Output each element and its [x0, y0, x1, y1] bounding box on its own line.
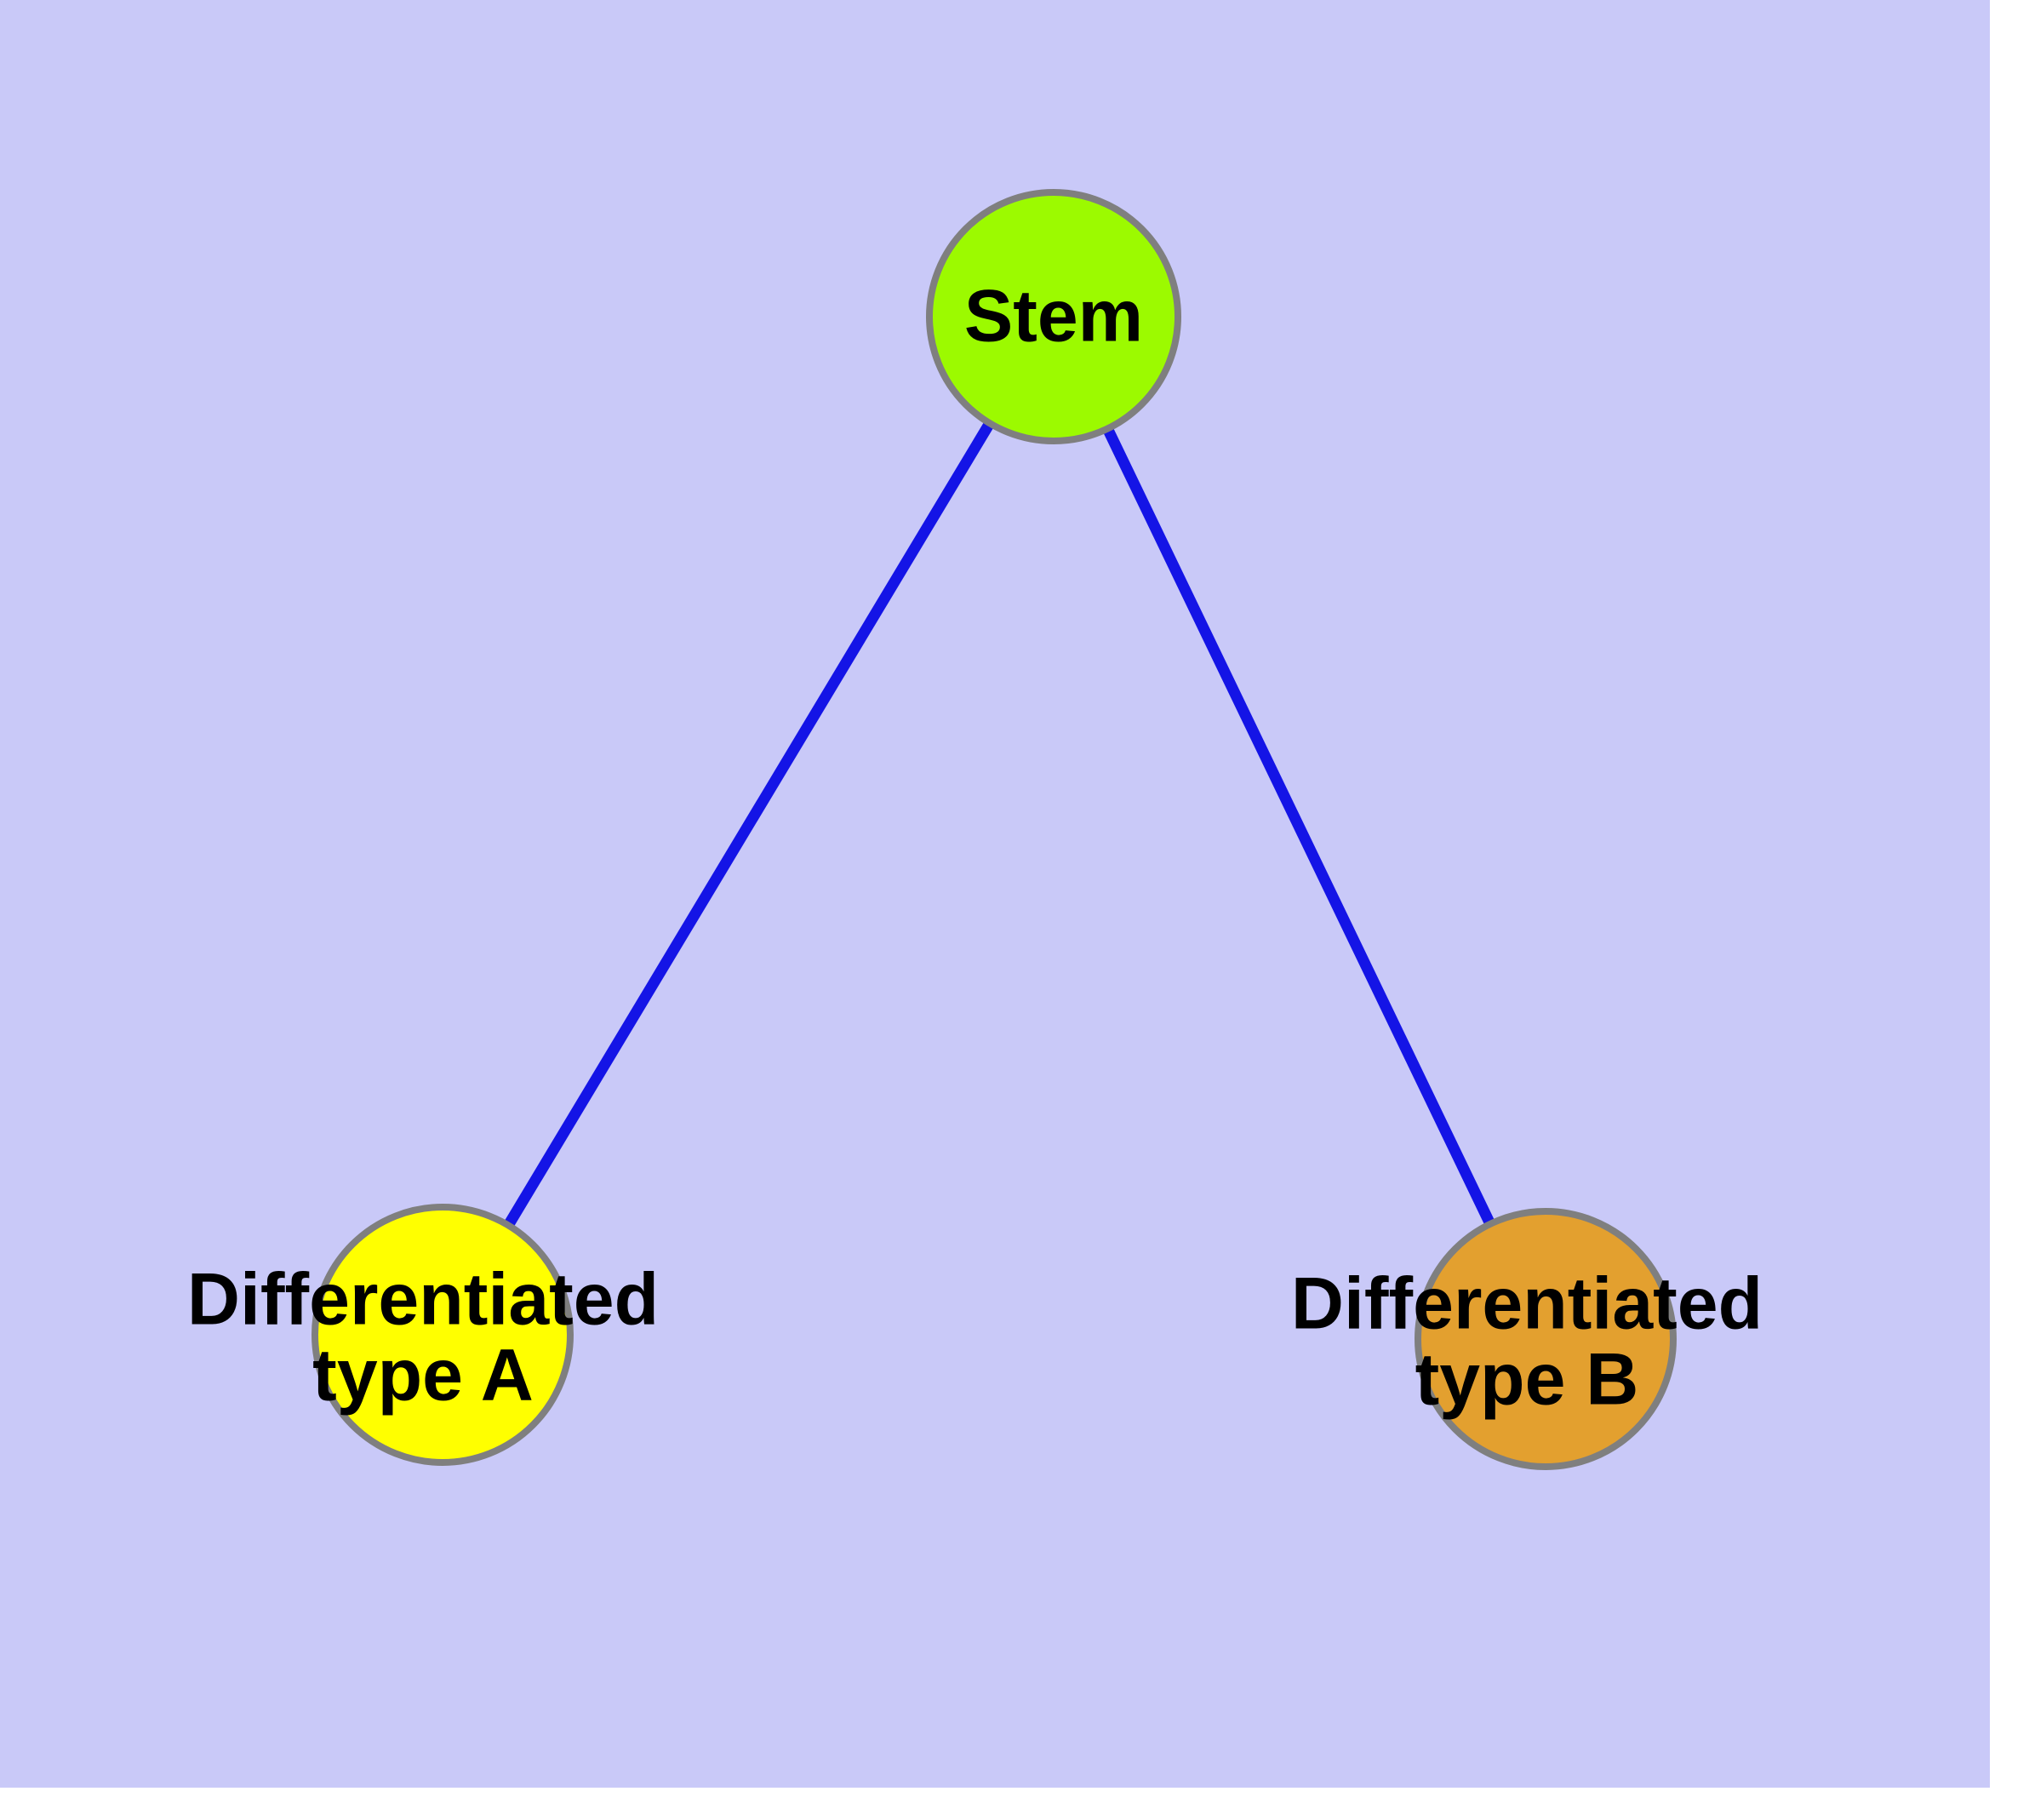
node-diff_a[interactable]: [311, 1204, 574, 1466]
node-layer: [311, 189, 1677, 1470]
diagram-plot-area: Stem Differentiated type A Differentiate…: [0, 0, 1990, 1788]
edge-stem-diff_a[interactable]: [437, 313, 1059, 1338]
node-diff_b[interactable]: [1415, 1208, 1677, 1470]
node-stem[interactable]: [926, 189, 1181, 444]
edge-stem-diff_b[interactable]: [1049, 314, 1551, 1342]
edge-layer: [437, 313, 1551, 1342]
cell-differentiation-graph: [311, 189, 1677, 1470]
